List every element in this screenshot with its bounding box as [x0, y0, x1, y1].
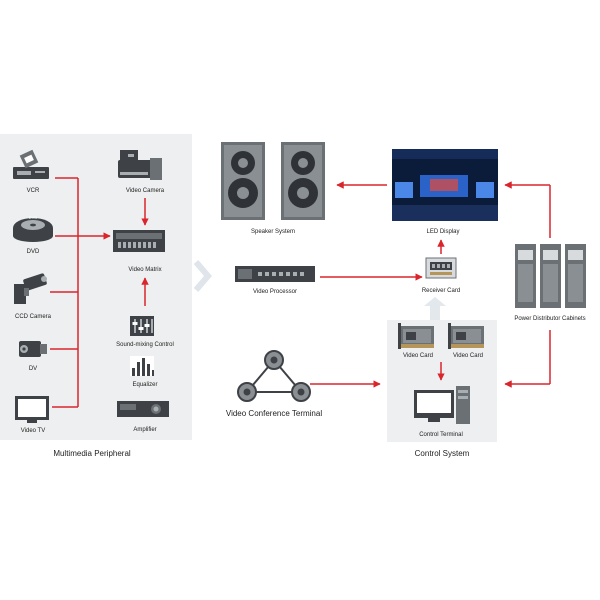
- video-conference-terminal-label: Video Conference Terminal: [226, 409, 322, 418]
- equalizer-icon: [130, 356, 154, 376]
- led-display-label: LED Display: [426, 229, 459, 235]
- dv-label: DV: [29, 366, 37, 372]
- speaker-system-icon: [221, 142, 325, 220]
- sound-mixing-control-icon: [130, 316, 154, 336]
- ccd-camera-label: CCD Camera: [15, 314, 52, 320]
- equalizer-label: Equalizer: [132, 382, 157, 388]
- video-conference-terminal-icon: [237, 350, 311, 402]
- video-tv-icon: [15, 396, 49, 423]
- video-tv-label: Video TV: [21, 428, 45, 434]
- video-camera-label: Video Camera: [126, 188, 165, 194]
- video-processor-label: Video Processor: [253, 289, 297, 295]
- dv-icon: [19, 341, 47, 357]
- video-card-2-icon: [448, 323, 484, 349]
- connection-arrows: [50, 177, 551, 408]
- led-display-icon: [392, 149, 498, 221]
- dvd-disc-text: DVD: [29, 215, 38, 220]
- dvd-label: DVD: [27, 249, 40, 255]
- video-matrix-label: Video Matrix: [128, 267, 161, 273]
- video-processor-icon: [235, 266, 315, 282]
- vcr-icon: [13, 149, 49, 179]
- speaker-system-label: Speaker System: [251, 229, 295, 235]
- video-matrix-icon: [113, 230, 165, 252]
- control-terminal-icon: [414, 386, 470, 424]
- multimedia-peripheral-label: Multimedia Peripheral: [53, 449, 131, 458]
- video-card-2-label: Video Card: [453, 353, 483, 359]
- sound-mixing-control-label: Sound-mixing Control: [116, 342, 174, 348]
- video-camera-icon: [118, 150, 162, 180]
- receiver-card-icon: [425, 257, 457, 279]
- video-card-1-icon: [398, 323, 434, 349]
- amplifier-icon: [117, 401, 169, 417]
- control-system-label: Control System: [415, 449, 470, 458]
- light-up-arrow: [424, 297, 446, 320]
- power-distributor-cabinets-icon: [515, 244, 586, 308]
- video-card-1-label: Video Card: [403, 353, 433, 359]
- vcr-label: VCR: [27, 188, 40, 194]
- ccd-camera-icon: [14, 273, 47, 304]
- control-terminal-label: Control Terminal: [419, 432, 463, 438]
- amplifier-label: Amplifier: [133, 427, 156, 433]
- light-chevron-arrow: [193, 260, 212, 292]
- receiver-card-label: Receiver Card: [422, 288, 460, 294]
- power-distributor-cabinets-label: Power Distributor Cabinets: [514, 316, 585, 322]
- dvd-icon: DVD: [13, 215, 53, 242]
